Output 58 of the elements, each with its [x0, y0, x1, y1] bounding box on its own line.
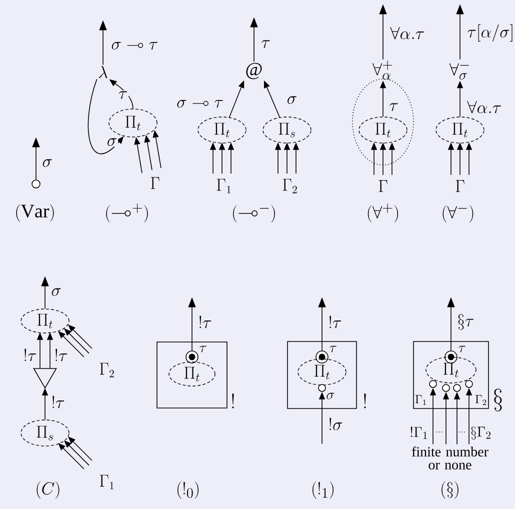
context-text: $\Gamma_1$	[100, 474, 114, 490]
edge-label: $\forall\alpha.\tau$	[466, 100, 503, 114]
hollow-circle	[465, 380, 473, 388]
dotted-ellipse	[352, 78, 414, 166]
context-text: $\Gamma$	[378, 180, 388, 192]
link-symbol: $\forall^{-}_{\sigma}$	[449, 63, 469, 80]
arrow	[68, 436, 92, 461]
edge-label: $!\tau$	[327, 315, 343, 329]
link-symbol: $\forall^{+}_{\alpha}$	[372, 60, 392, 80]
edge-label: $!\tau$	[22, 348, 38, 362]
edge-label: $\S\tau$	[456, 313, 476, 331]
context-text: $\Gamma$	[150, 177, 160, 189]
wire-label: $\S\Gamma_2$	[470, 426, 492, 440]
arrow	[68, 324, 92, 349]
arrow	[58, 443, 84, 470]
hollow-circle	[32, 180, 40, 188]
port-label: $\tau$	[330, 346, 336, 352]
edge-label: $\sigma$	[50, 287, 62, 297]
rule-caption: $(\multimap^{+})$	[106, 204, 148, 222]
port-label: $\tau$	[200, 346, 206, 352]
rule-caption: $(\forall^{-})$	[442, 205, 474, 222]
wire-label: $\Gamma_1$	[415, 395, 426, 405]
context-text: $\Gamma_2$	[100, 362, 114, 378]
port-label: $\sigma$	[326, 392, 334, 400]
arrow	[58, 331, 84, 358]
rule-caption: $(\forall^{+})$	[368, 204, 398, 222]
hollow-circle	[429, 380, 437, 388]
rule-caption: $(\S)$	[442, 481, 458, 499]
edge-label: $\tau[\alpha/\sigma]$	[466, 23, 515, 43]
edge-label: $!\tau$	[50, 395, 66, 409]
wire-label: $\Gamma_2$	[475, 395, 486, 405]
edge-label: $\sigma\multimap\tau$	[176, 98, 224, 108]
context-text: $\Gamma$	[456, 180, 464, 192]
wire-label: $!\Gamma_1$	[409, 426, 429, 440]
rule-caption: $(!_1)$	[312, 481, 334, 499]
edge-label: $\sigma\multimap\tau$	[110, 40, 160, 50]
edge-label: $\sigma$	[41, 158, 54, 168]
edge-label: $!\sigma$	[327, 417, 344, 431]
rule-caption: $(\multimap^{-})$	[233, 205, 275, 222]
rule-caption: $(\mathrm{Var})$	[16, 204, 54, 222]
edge-label: $\tau$	[388, 102, 400, 112]
note-text: finite number or none	[412, 446, 488, 470]
link-symbol: $@$	[246, 62, 262, 80]
port-label: $\tau$	[458, 346, 466, 352]
context-text: $\Gamma_1$	[216, 178, 231, 194]
node-label: $!$	[364, 393, 366, 408]
hollow-circle	[442, 384, 450, 392]
rule-caption: $(C)$	[36, 481, 60, 499]
edge-label: $\tau$	[260, 39, 272, 49]
edge-label: $\forall\alpha.\tau$	[389, 26, 426, 40]
edge-label: $!\tau$	[53, 348, 69, 362]
node-label: $!$	[232, 393, 234, 408]
context-text: $\Gamma_2$	[282, 178, 297, 194]
node-label: $\S$	[494, 388, 502, 412]
link-symbol: $\lambda$	[98, 66, 108, 78]
hollow-circle	[453, 384, 461, 392]
edge-label: $!\tau$	[197, 315, 213, 329]
rule-caption: $(!_0)$	[178, 481, 198, 499]
